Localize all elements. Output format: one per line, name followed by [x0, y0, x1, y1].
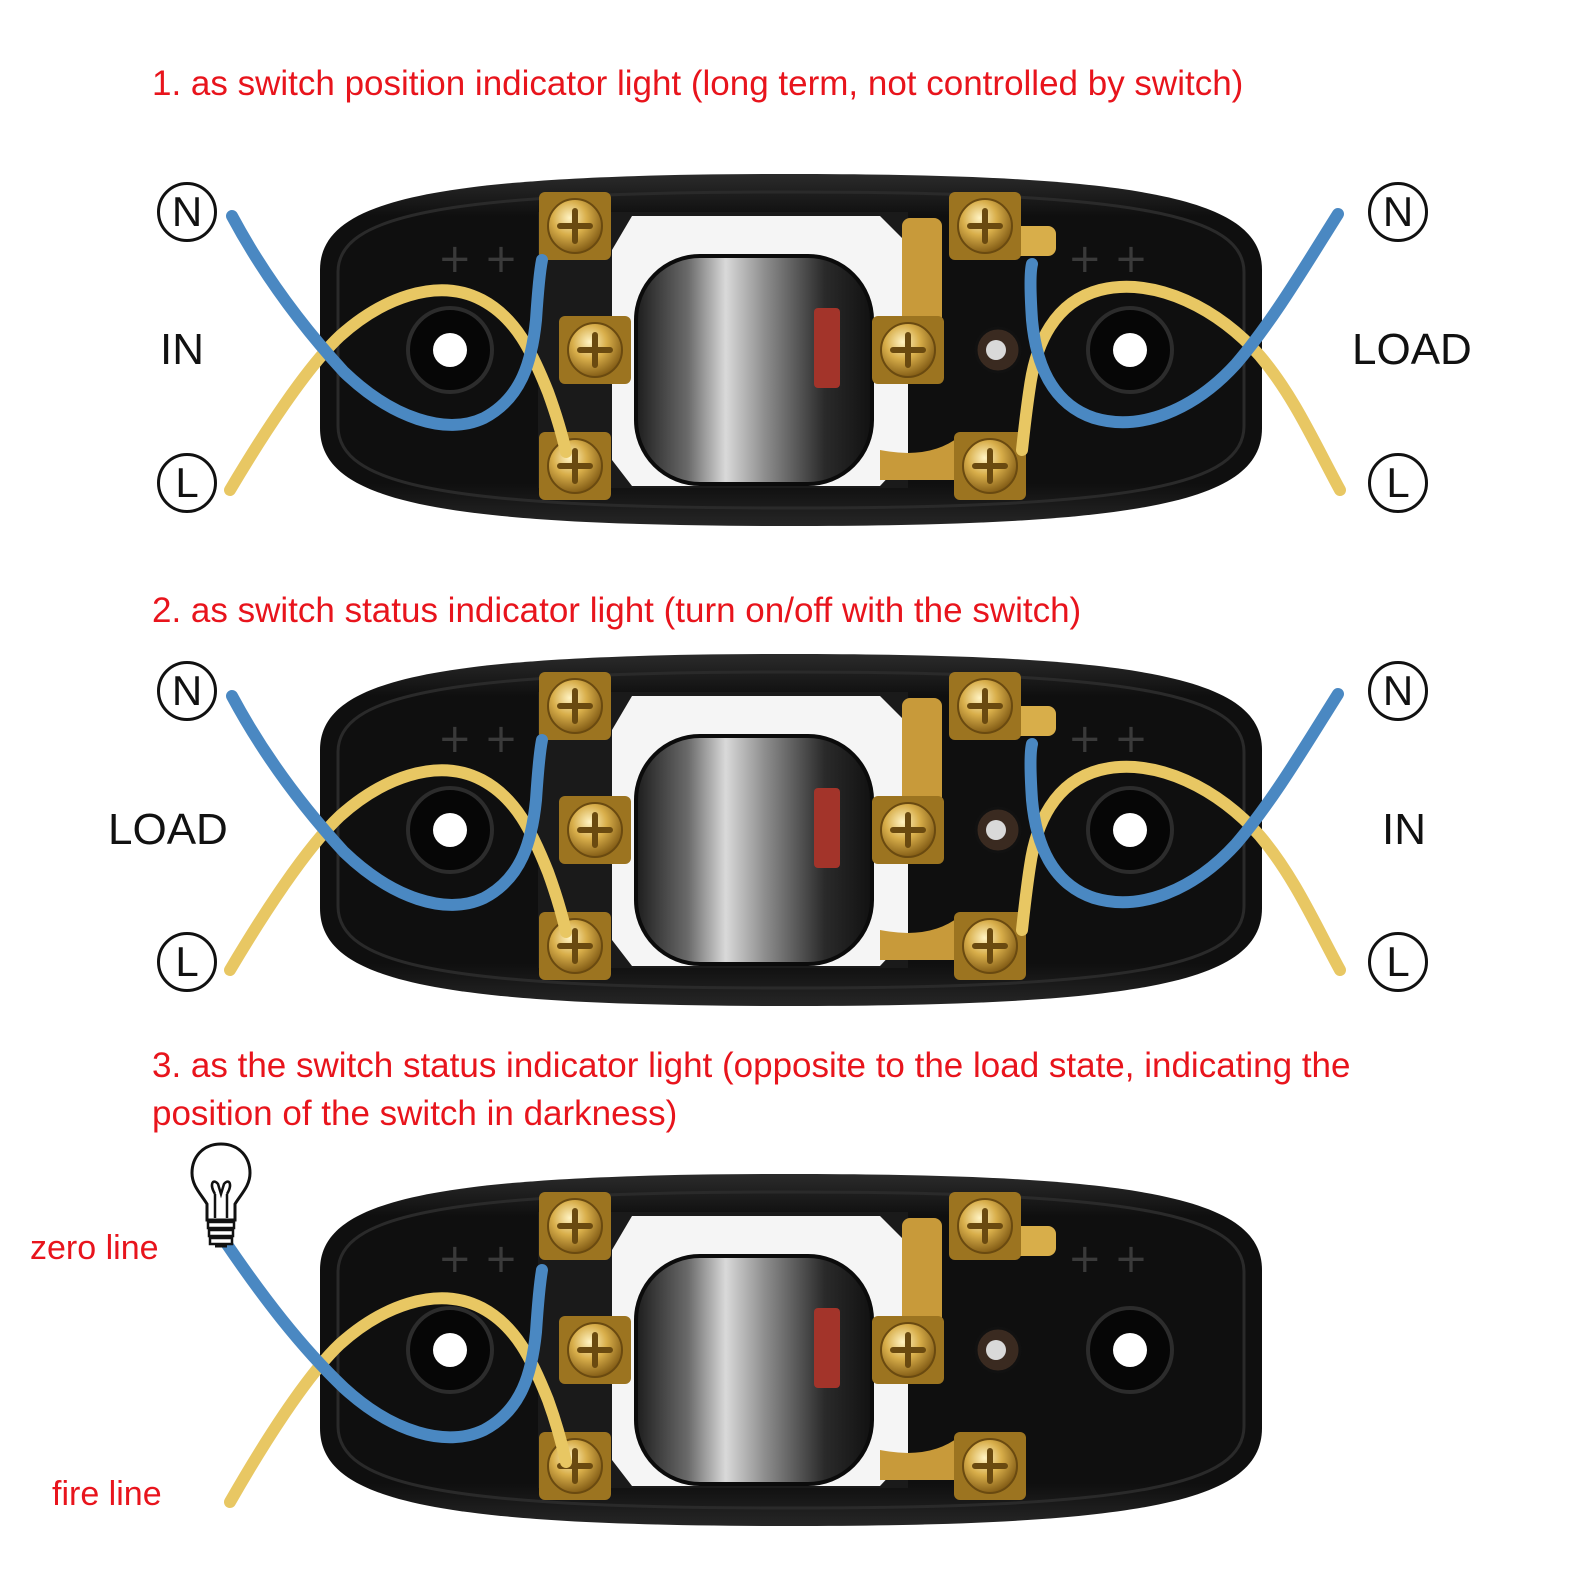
terminal-screw [954, 1432, 1026, 1500]
neutral-wire-out [1024, 208, 1344, 429]
live-wire-in [224, 764, 572, 976]
terminal-screw [539, 672, 611, 740]
neutral-wire-out [1024, 688, 1344, 909]
panel1-heading: 1. as switch position indicator light (l… [152, 64, 1244, 103]
terminal-n-right: N [1368, 182, 1428, 242]
terminal-screw [539, 192, 611, 260]
mounting-hole [1086, 306, 1174, 394]
panel1-left-label: IN [160, 325, 204, 374]
terminal-screw [539, 1192, 611, 1260]
mounting-hole [406, 786, 494, 874]
terminal-n-left: N [157, 182, 217, 242]
terminal-screw [559, 796, 631, 864]
switch-illustration: + + + + [224, 174, 1346, 526]
neutral-wire-in [226, 690, 548, 911]
terminal-screw [539, 1432, 611, 1500]
terminal-screw [559, 1316, 631, 1384]
terminal-l-right: L [1368, 932, 1428, 992]
terminal-screw [872, 316, 944, 384]
svg-text:+ +: + + [438, 236, 518, 282]
mounting-hole [1086, 1306, 1174, 1394]
indicator-window [814, 308, 840, 388]
mounting-hole [1086, 786, 1174, 874]
switch-illustration: + + + + [218, 1174, 1262, 1526]
mounting-hole [406, 306, 494, 394]
terminal-screw [539, 912, 611, 980]
svg-text:+ +: + + [438, 716, 518, 762]
terminal-screw [872, 796, 944, 864]
terminal-n-right: N [1368, 661, 1428, 721]
neutral-wire-in [226, 210, 548, 431]
terminal-screw [559, 316, 631, 384]
mounting-hole [406, 1306, 494, 1394]
terminal-l-left: L [157, 932, 217, 992]
switch-diagram-2: + + + + [0, 640, 1569, 1040]
live-wire-in [224, 284, 572, 496]
terminal-screw [949, 192, 1021, 260]
terminal-screw [872, 1316, 944, 1384]
panel2-left-label: LOAD [108, 805, 228, 854]
svg-text:+ +: + + [1068, 236, 1148, 282]
panel2-right-label: IN [1382, 805, 1426, 854]
terminal-screw [954, 912, 1026, 980]
svg-text:+ +: + + [1068, 716, 1148, 762]
terminal-screw [954, 432, 1026, 500]
svg-text:+ +: + + [438, 1236, 518, 1282]
terminal-l-right: L [1368, 453, 1428, 513]
terminal-l-left: L [157, 453, 217, 513]
indicator-window [814, 1308, 840, 1388]
switch-diagram-3: + + + + [0, 1160, 1569, 1560]
svg-text:+ +: + + [1068, 1236, 1148, 1282]
terminal-n-left: N [157, 661, 217, 721]
fire-line-wire [224, 1292, 572, 1508]
terminal-screw [949, 1192, 1021, 1260]
live-wire-out [1016, 280, 1346, 496]
light-bulb-icon [190, 1142, 252, 1248]
panel2-heading: 2. as switch status indicator light (tur… [152, 591, 1082, 630]
indicator-window [814, 788, 840, 868]
switch-diagram-1: + + + + [0, 160, 1569, 560]
zero-line-label: zero line [30, 1229, 159, 1267]
fire-line-label: fire line [52, 1475, 162, 1513]
switch-illustration: + + + + [224, 654, 1346, 1006]
panel1-right-label: LOAD [1352, 325, 1472, 374]
panel3-heading-line2: position of the switch in darkness) [152, 1094, 678, 1133]
zero-line-wire [218, 1234, 548, 1444]
terminal-screw [539, 432, 611, 500]
panel3-heading-line1: 3. as the switch status indicator light … [152, 1046, 1351, 1085]
live-wire-out [1016, 760, 1346, 976]
terminal-screw [949, 672, 1021, 740]
